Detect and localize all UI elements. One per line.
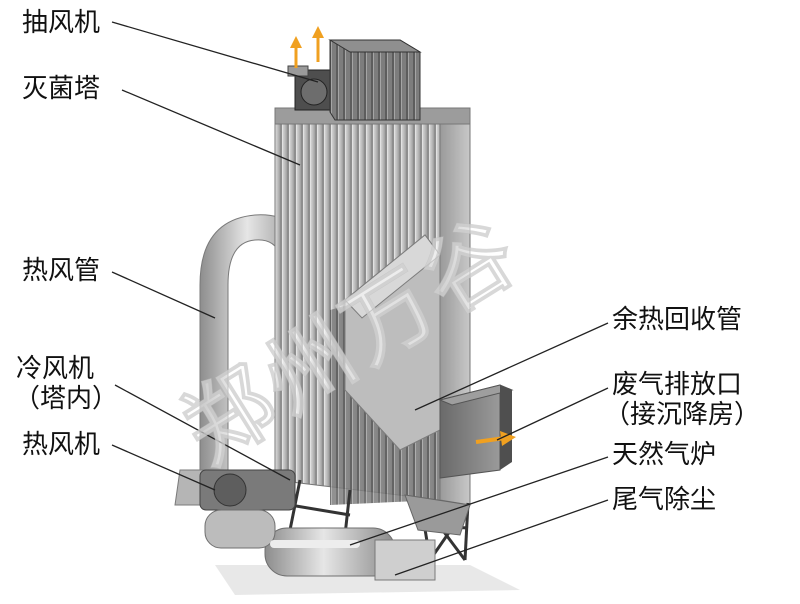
leader-lines bbox=[111, 21, 609, 576]
label-sterilization-tower: 灭菌塔 bbox=[22, 74, 101, 104]
top-box-lid bbox=[328, 39, 422, 53]
label-gas-furnace: 天然气炉 bbox=[612, 440, 717, 470]
leader-exhaust-outlet bbox=[496, 387, 609, 441]
exhaust-fan-wheel bbox=[300, 78, 328, 106]
label-exhaust-fan: 抽风机 bbox=[22, 8, 101, 38]
label-heat-recovery: 余热回收管 bbox=[612, 305, 743, 335]
exhaust-outlet-side bbox=[500, 385, 512, 470]
leader-hot-fan bbox=[111, 444, 216, 491]
leader-cold-fan bbox=[114, 384, 291, 481]
label-exhaust-outlet: 废气排放口 bbox=[612, 370, 743, 400]
furnace-burner bbox=[204, 509, 276, 549]
heat-recovery-top bbox=[344, 234, 441, 319]
label-hot-fan: 热风机 bbox=[22, 430, 101, 460]
label-exhaust-outlet-sub: （接沉降房） bbox=[604, 400, 761, 430]
furnace-end-box bbox=[374, 539, 436, 581]
leader-tail-dust bbox=[394, 499, 609, 576]
airflow-arrows bbox=[290, 26, 516, 446]
furnace-highlight bbox=[270, 540, 360, 548]
leader-gas-furnace bbox=[349, 456, 609, 546]
leader-exhaust-fan bbox=[111, 21, 319, 83]
leader-heat-recovery bbox=[414, 322, 609, 411]
leader-hot-air-duct bbox=[111, 271, 216, 319]
leader-sterilization-tower bbox=[121, 89, 301, 166]
label-hot-air-duct: 热风管 bbox=[22, 256, 101, 286]
label-cold-fan-sub: （塔内） bbox=[14, 384, 119, 414]
label-cold-fan: 冷风机 bbox=[16, 354, 95, 384]
label-tail-dust: 尾气除尘 bbox=[612, 485, 717, 515]
